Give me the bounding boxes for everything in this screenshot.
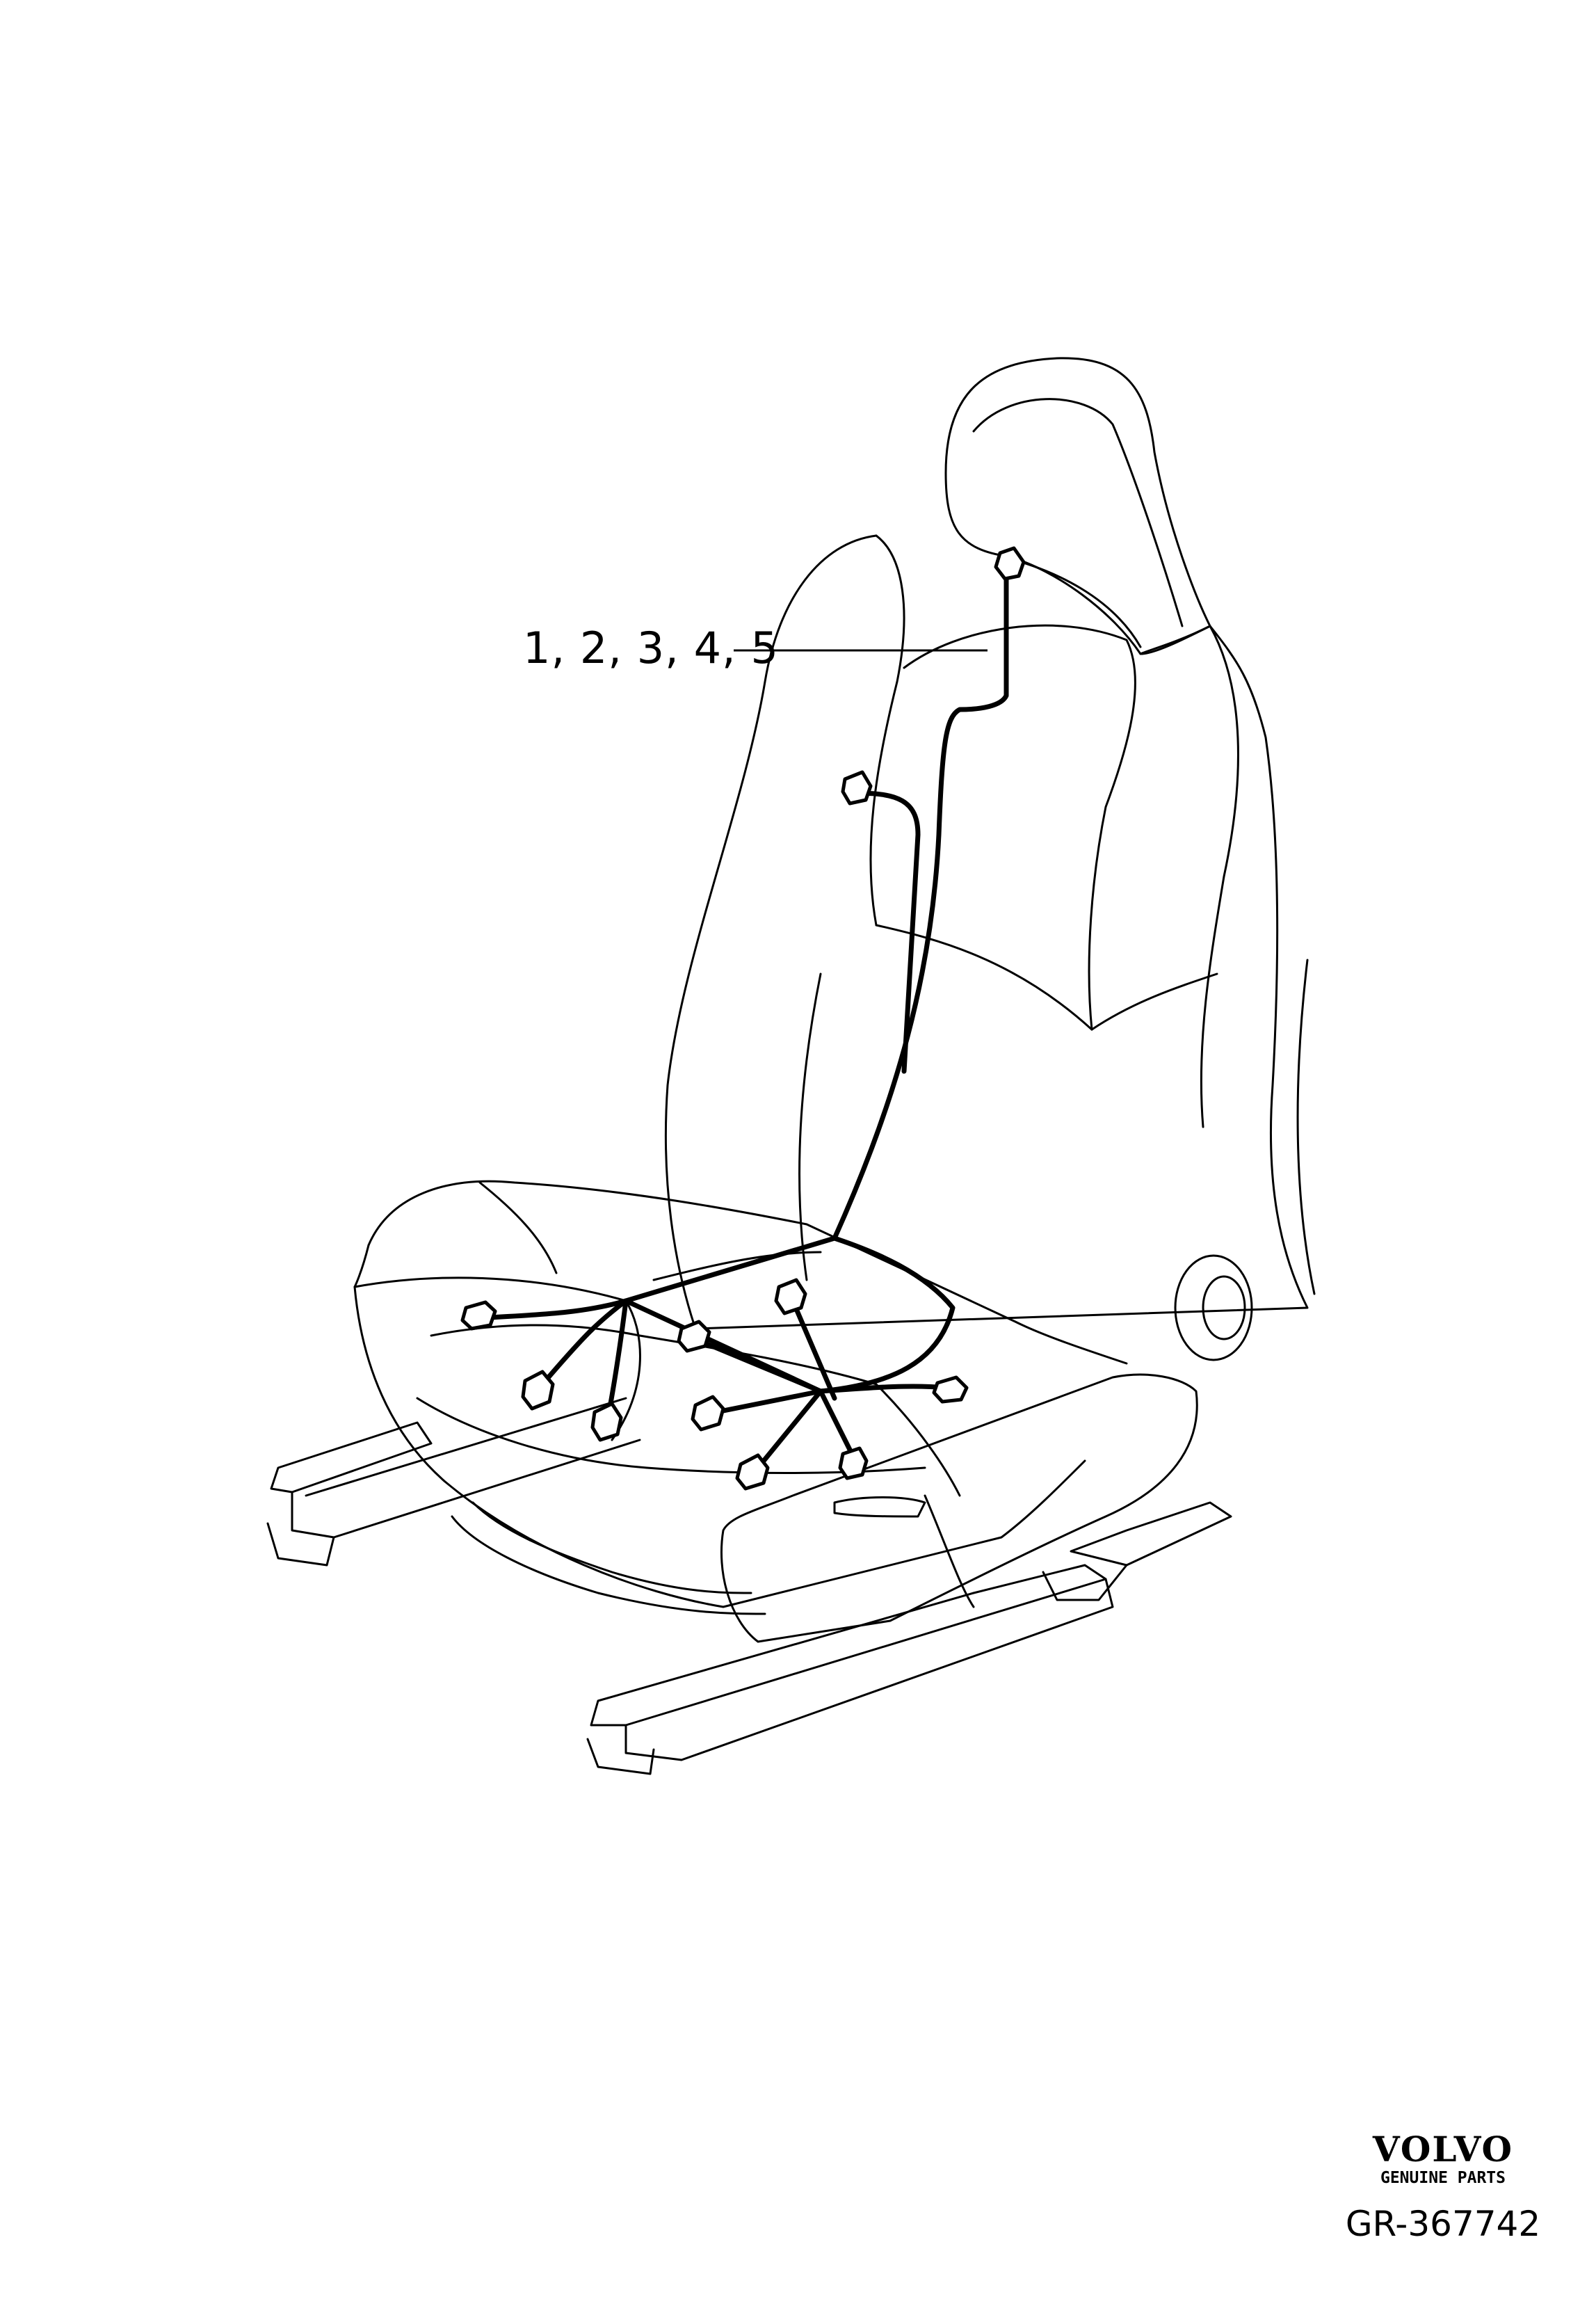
wiring-harness: [477, 571, 1009, 1471]
connector-seat-4: [677, 1320, 711, 1353]
harness-center-down: [790, 1298, 837, 1401]
brand-tagline: GENUINE PARTS: [1380, 2169, 1506, 2187]
side-trim: [720, 1373, 1198, 1643]
brand-name: VOLVO: [1372, 2129, 1514, 2170]
backrest-lower: [798, 972, 822, 1281]
harness-hub-right: [818, 1384, 949, 1394]
left-rail: [270, 1421, 433, 1494]
backrest-right-bolster: [1200, 625, 1239, 1128]
backrest-panel-seam-right: [1090, 972, 1218, 1031]
left-rail-slot: [305, 1397, 627, 1497]
reference-code: GR-367742: [1345, 2204, 1541, 2244]
connectors: [460, 546, 1026, 1491]
recline-knob: [1174, 1254, 1253, 1361]
connector-seat-5: [774, 1278, 807, 1315]
harness-center-node: [693, 1336, 823, 1394]
backrest-panel-seam-left: [875, 924, 1093, 1031]
cross-bar: [451, 1515, 766, 1615]
rear-rail-foot: [1042, 1564, 1128, 1601]
seat-crease: [478, 1181, 558, 1274]
backrest-left-bolster: [869, 534, 905, 927]
seat-rear-seam: [652, 1251, 822, 1281]
connector-headrest: [994, 546, 1026, 581]
side-trim-switch: [833, 1496, 926, 1518]
harness-connector-path-a: [477, 1298, 629, 1321]
connector-seat-6: [691, 1395, 725, 1432]
front-foot: [586, 1738, 655, 1775]
callout-label: 1, 2, 3, 4, 5: [523, 623, 779, 673]
cross-bar-inner: [471, 1501, 752, 1594]
left-rail-body: [291, 1439, 641, 1539]
harness-hub-down: [755, 1388, 823, 1471]
harness-hub-left: [714, 1388, 823, 1415]
connector-seat-3: [590, 1402, 623, 1442]
connector-backrest: [841, 770, 873, 806]
left-foot: [266, 1522, 335, 1567]
connector-seat-2: [521, 1370, 555, 1411]
front-rail-body: [624, 1578, 1114, 1761]
harness-main-trunk: [832, 571, 1009, 1241]
backrest-center-panel: [903, 624, 1136, 1031]
backrest-right-side: [1296, 959, 1316, 1295]
headrest-inner-line: [972, 398, 1184, 627]
backrest-outer: [664, 534, 1309, 1330]
seat-left-bolster: [353, 1244, 641, 1441]
connector-seat-8: [838, 1446, 869, 1480]
connector-seat-9: [932, 1375, 969, 1404]
seat-outline: [266, 357, 1316, 1775]
rear-rail: [1070, 1501, 1232, 1567]
harness-left-branch: [540, 1298, 629, 1387]
connector-seat-7: [735, 1453, 770, 1491]
recline-knob-inner: [1202, 1275, 1246, 1340]
harness-seat-loop: [623, 1235, 956, 1394]
harness-hub-down-2: [818, 1388, 858, 1464]
seat-cushion-top: [367, 1180, 1128, 1365]
side-trim-groove: [924, 1494, 975, 1608]
connector-seat-1: [460, 1300, 497, 1331]
